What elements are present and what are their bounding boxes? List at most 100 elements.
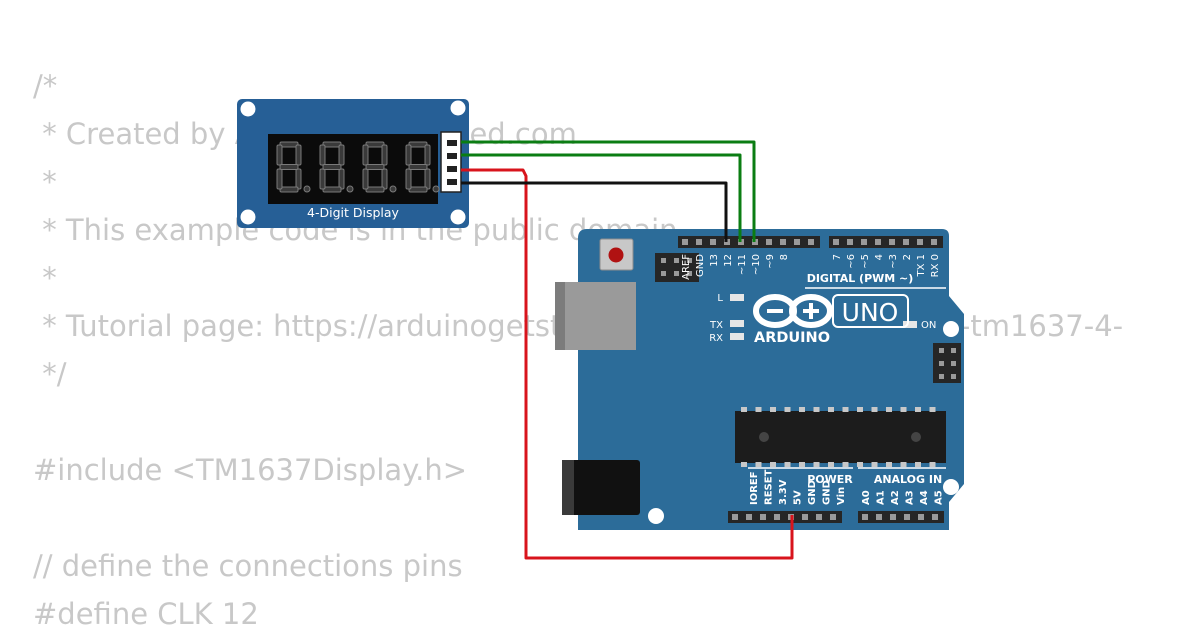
header-pin[interactable] <box>808 239 814 245</box>
tm1637-display-module[interactable]: 4-Digit Display <box>237 99 469 228</box>
arduino-infinity-logo <box>753 294 833 328</box>
analog-pin-label: A4 <box>919 490 930 505</box>
header-pin[interactable] <box>696 239 702 245</box>
header-pin[interactable] <box>890 514 896 520</box>
header-pin[interactable] <box>932 514 938 520</box>
header-pin[interactable] <box>861 239 867 245</box>
header-pin[interactable] <box>889 239 895 245</box>
module-pin[interactable] <box>447 140 457 146</box>
digital-pin-label: ~6 <box>846 254 857 269</box>
segment <box>365 141 385 148</box>
module-mount-hole <box>240 101 256 117</box>
header-pin[interactable] <box>746 514 752 520</box>
chip-pin <box>755 462 762 467</box>
reset-button-cap[interactable] <box>608 247 624 263</box>
header-pin[interactable] <box>904 514 910 520</box>
header-pin[interactable] <box>760 514 766 520</box>
digital-header-label: DIGITAL (PWM ~) <box>807 272 914 285</box>
header-pin[interactable] <box>876 514 882 520</box>
digit <box>276 141 311 193</box>
header-pin[interactable] <box>774 514 780 520</box>
analog-header <box>858 511 944 523</box>
board-mount-hole <box>648 508 664 524</box>
segment <box>319 168 326 190</box>
digital-pin-label: 8 <box>779 254 790 260</box>
header-pin[interactable] <box>780 239 786 245</box>
code-line: #include <TM1637Display.h> <box>33 453 468 487</box>
power-pin-label: Vin <box>836 487 847 505</box>
analog-pin-label: A0 <box>861 490 872 505</box>
segment <box>276 168 283 190</box>
power-header <box>728 511 842 523</box>
segment <box>279 186 299 193</box>
chip-pin <box>915 462 921 467</box>
vcc-wire-red[interactable] <box>461 168 794 560</box>
power-label: POWER <box>807 473 853 486</box>
header-pin[interactable] <box>830 514 836 520</box>
chip-pin <box>929 462 936 467</box>
header-pin[interactable] <box>766 239 772 245</box>
chip-pin <box>784 407 791 412</box>
header-pin[interactable] <box>682 239 688 245</box>
header-pin <box>951 374 956 379</box>
analog-pin-label: A1 <box>876 490 887 505</box>
segment <box>279 164 299 170</box>
chip-pin <box>813 462 820 467</box>
digital-header-right <box>829 236 943 248</box>
segment <box>424 144 431 166</box>
header-pin[interactable] <box>816 514 822 520</box>
header-pin <box>674 271 679 276</box>
usb-connector <box>555 282 636 350</box>
module-mount-hole <box>450 209 466 225</box>
digit <box>319 141 354 193</box>
clk-wire-green[interactable] <box>461 140 756 242</box>
dio-wire-green[interactable] <box>461 153 742 242</box>
segment <box>381 144 388 166</box>
header-pin[interactable] <box>875 239 881 245</box>
header-pin[interactable] <box>710 239 716 245</box>
chip-pin <box>770 462 776 467</box>
header-pin[interactable] <box>732 514 738 520</box>
code-line: /* <box>33 69 58 103</box>
header-pin <box>939 348 944 353</box>
digital-pin-label: TX 1 <box>916 254 927 278</box>
usb-connector-edge <box>555 282 565 350</box>
header-pin[interactable] <box>918 514 924 520</box>
digit <box>362 141 397 193</box>
decimal-point <box>389 185 397 193</box>
header-pin[interactable] <box>862 514 868 520</box>
power-pin-label: GND <box>822 480 833 505</box>
header-pin[interactable] <box>903 239 909 245</box>
icsp-header <box>655 253 699 282</box>
seven-segment-digits <box>276 141 440 193</box>
digital-pin-label: AREF <box>681 254 692 280</box>
module-pin[interactable] <box>447 179 457 185</box>
segment <box>362 144 369 166</box>
chip-pin <box>886 407 892 412</box>
gnd-wire-black[interactable] <box>461 181 728 242</box>
chip-pin <box>755 407 762 412</box>
power-analog-header <box>728 511 944 523</box>
header-pin <box>939 374 944 379</box>
header-pin[interactable] <box>794 239 800 245</box>
header-pin[interactable] <box>802 514 808 520</box>
chip-pin <box>842 407 849 412</box>
rx-led <box>730 333 744 340</box>
chip-pin <box>900 462 907 467</box>
segment <box>295 144 302 166</box>
module-pin[interactable] <box>447 153 457 159</box>
code-line: #define CLK 12 <box>33 597 259 631</box>
header-pin[interactable] <box>931 239 937 245</box>
header-pin[interactable] <box>833 239 839 245</box>
digital-pin-label: 7 <box>832 254 843 260</box>
module-pin-header <box>440 131 462 193</box>
segment <box>276 144 283 166</box>
header-pin[interactable] <box>917 239 923 245</box>
header-pin[interactable] <box>847 239 853 245</box>
chip-pin <box>741 462 747 467</box>
module-pin[interactable] <box>447 166 457 172</box>
chip-pin <box>813 407 820 412</box>
